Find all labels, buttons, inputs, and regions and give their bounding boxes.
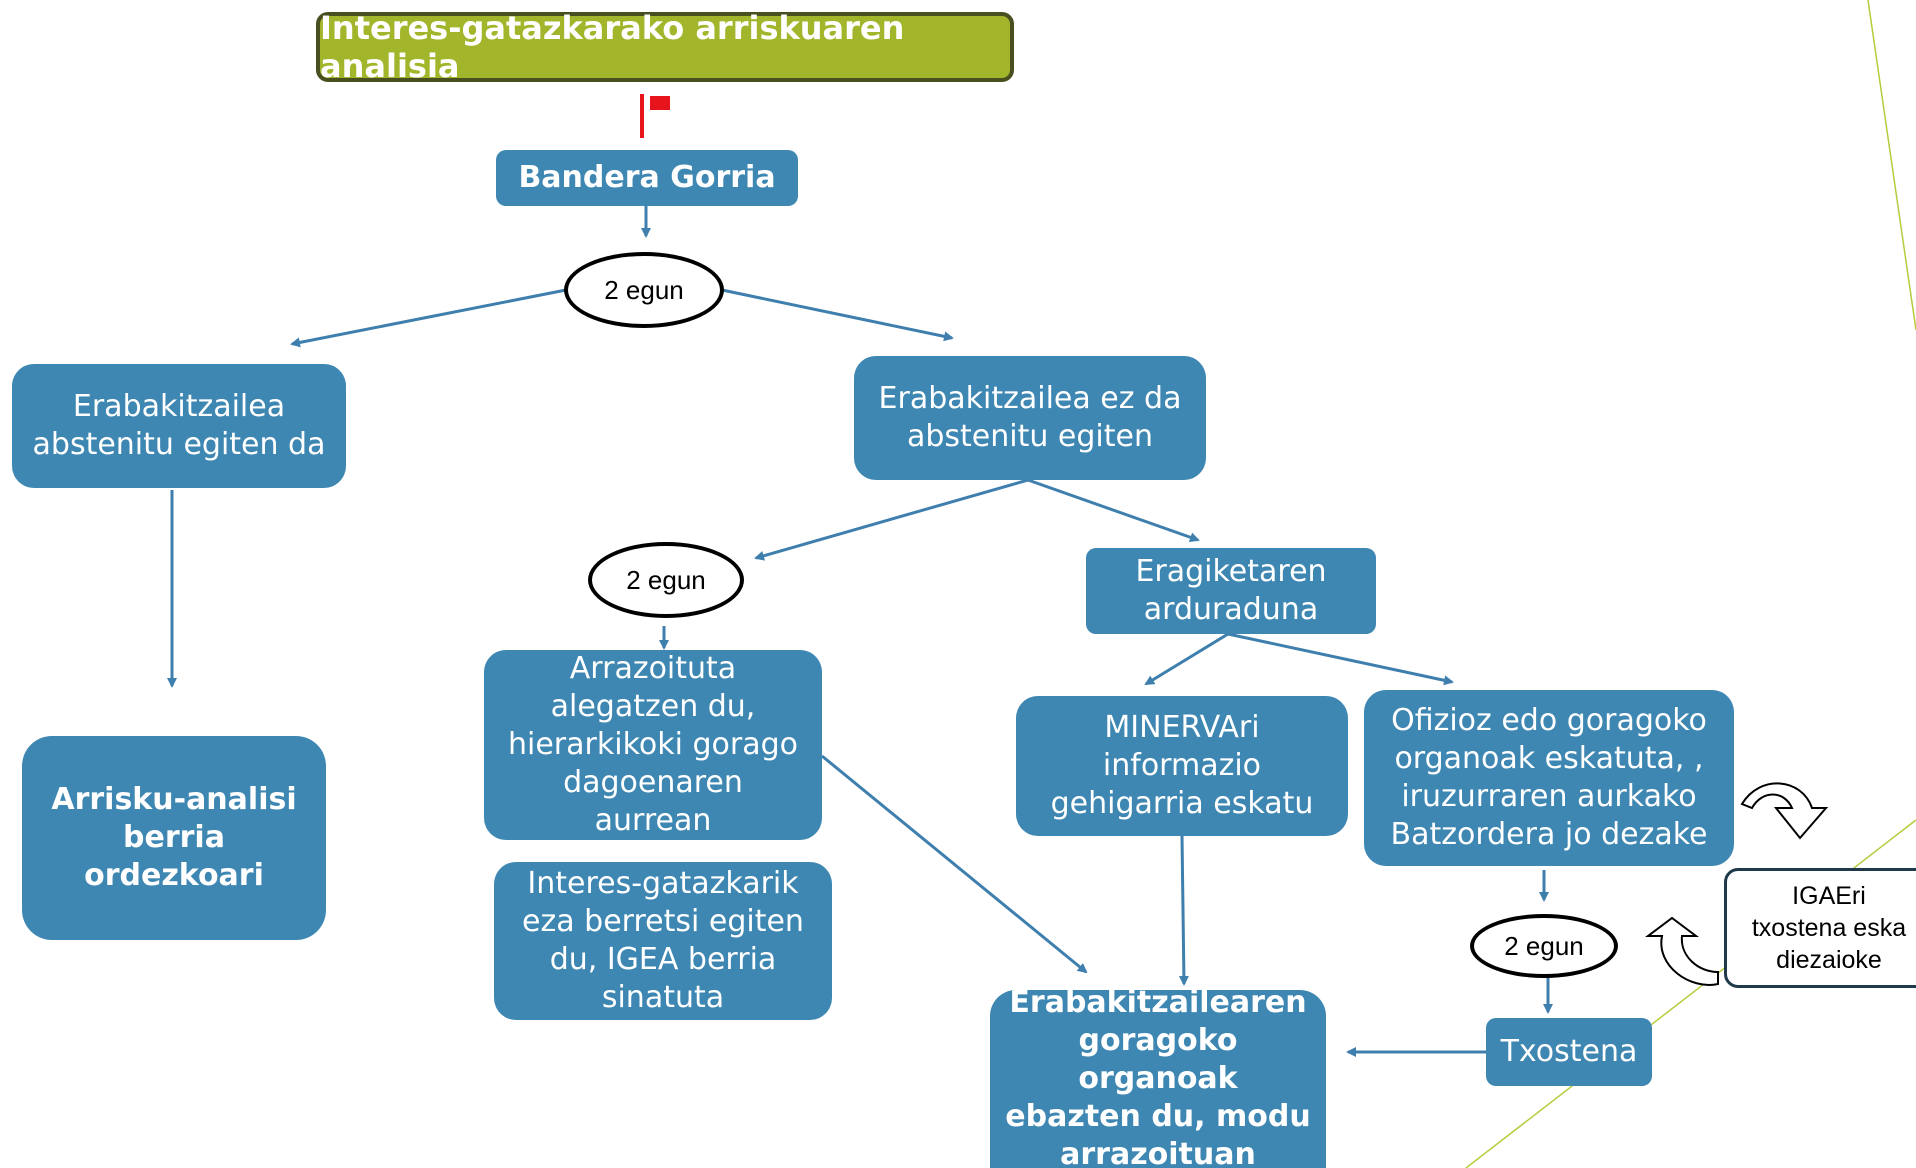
curved-arrow-up-icon <box>1645 916 1719 986</box>
oval-2-egun-top: 2 egun <box>564 252 724 328</box>
node-erabakitzaile-goragoko: Erabakitzailearen goragoko organoak ebaz… <box>990 990 1326 1168</box>
oval-2-egun-right: 2 egun <box>1470 914 1618 978</box>
note-igaeri-txostena: IGAEri txostena eska diezaioke <box>1724 868 1916 988</box>
node-minerva: MINERVAri informazio gehigarria eskatu <box>1016 696 1348 836</box>
node-eragiketaren-arduraduna: Eragiketaren arduraduna <box>1086 548 1376 634</box>
red-flag-icon <box>650 96 670 110</box>
node-ez-abstenitu: Erabakitzailea ez da abstenitu egiten <box>854 356 1206 480</box>
node-ofizioz: Ofizioz edo goragoko organoak eskatuta, … <box>1364 690 1734 866</box>
node-bandera-gorria: Bandera Gorria <box>496 150 798 206</box>
node-arrazoituta: Arrazoituta alegatzen du, hierarkikoki g… <box>484 650 822 840</box>
node-txostena: Txostena <box>1486 1018 1652 1086</box>
curved-arrow-down-icon <box>1740 782 1829 840</box>
node-arrisku-analisi: Arrisku-analisi berria ordezkoari <box>22 736 326 940</box>
node-abstenitu: Erabakitzailea abstenitu egiten da <box>12 364 346 488</box>
diagram-title: Interes-gatazkarako arriskuaren analisia <box>316 9 1014 85</box>
node-interes-gatazkarik: Interes-gatazkarik eza berretsi egiten d… <box>494 862 832 1020</box>
oval-2-egun-middle: 2 egun <box>588 542 744 618</box>
